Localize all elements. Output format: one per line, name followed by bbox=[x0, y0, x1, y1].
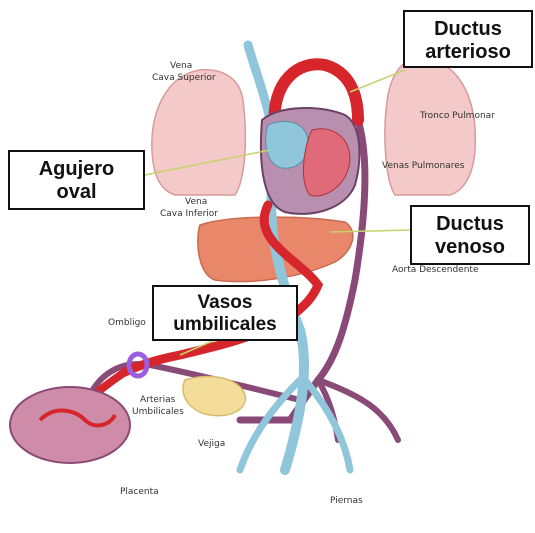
callout-agujero-oval-line2: oval bbox=[10, 181, 143, 204]
label-vena-cava-superior-2: Cava Superior bbox=[152, 73, 216, 83]
right-lung bbox=[385, 58, 475, 195]
left-lung bbox=[152, 70, 246, 195]
callout-ductus-arterioso: Ductus arterioso bbox=[403, 10, 533, 68]
label-vena-cava-superior-1: Vena bbox=[170, 61, 192, 71]
callout-vasos-umbilicales: Vasos umbilicales bbox=[152, 285, 298, 341]
callout-vasos-umbilicales-line1: Vasos bbox=[154, 292, 296, 314]
label-arterias-umbilicales-2: Umbilicales bbox=[132, 407, 184, 417]
callout-agujero-oval: Agujero oval bbox=[8, 150, 145, 210]
label-vejiga: Vejiga bbox=[198, 439, 225, 449]
callout-agujero-oval-line1: Agujero bbox=[10, 158, 143, 181]
label-tronco-pulmonar: Tronco Pulmonar bbox=[419, 111, 495, 121]
callout-ductus-venoso: Ductus venoso bbox=[410, 205, 530, 265]
callout-ductus-arterioso-line2: arterioso bbox=[405, 41, 531, 64]
label-venas-pulmonares: Venas Pulmonares bbox=[382, 161, 465, 171]
label-vena-cava-inferior-1: Vena bbox=[185, 197, 207, 207]
label-placenta: Placenta bbox=[120, 487, 159, 497]
callout-vasos-umbilicales-line2: umbilicales bbox=[154, 314, 296, 336]
callout-ductus-venoso-line2: venoso bbox=[412, 236, 528, 259]
label-piernas: Piernas bbox=[330, 496, 363, 506]
callout-ductus-arterioso-line1: Ductus bbox=[405, 18, 531, 41]
vena-cava-superior-vessel bbox=[248, 45, 270, 120]
callout-ductus-venoso-line1: Ductus bbox=[412, 213, 528, 236]
label-aorta-descendente: Aorta Descendente bbox=[392, 265, 479, 275]
right-atrium bbox=[266, 121, 309, 168]
label-arterias-umbilicales-1: Arterias bbox=[140, 395, 176, 405]
label-vena-cava-inferior-2: Cava Inferior bbox=[160, 209, 218, 219]
placenta bbox=[10, 387, 130, 463]
label-ombligo: Ombligo bbox=[108, 318, 146, 328]
